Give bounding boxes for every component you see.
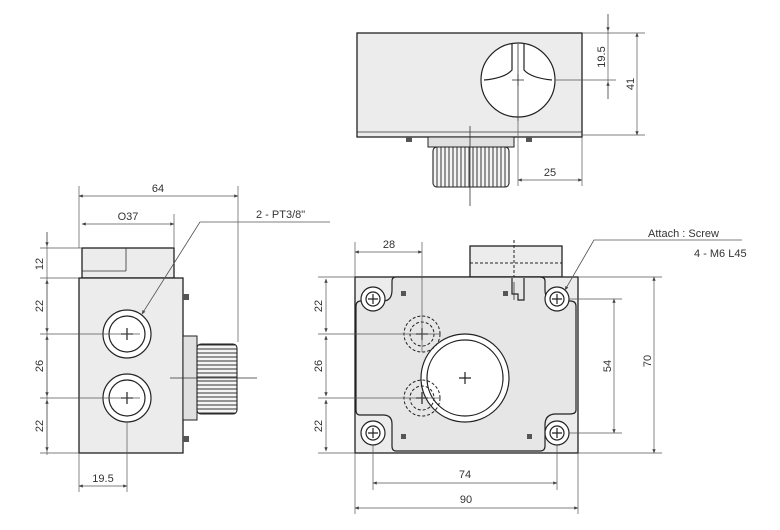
top-view: 19.5 41 25 (356, 14, 645, 206)
front-view-screw-br-cross (552, 428, 562, 438)
side-view-dim-26-label: 26 (34, 360, 46, 372)
top-view-tab-left (406, 137, 412, 142)
top-view-tab-right (526, 137, 532, 142)
side-view-dim-12-label: 12 (34, 258, 46, 270)
side-view-dim-64-label: 64 (152, 183, 164, 195)
side-view-tab-bottom (183, 436, 189, 442)
top-view-dial-slot (483, 44, 553, 81)
front-view-pin-4 (527, 434, 532, 439)
front-view-pin-2 (503, 291, 508, 296)
front-view-dim-74-label: 74 (459, 469, 471, 481)
front-view-pin-1 (401, 291, 406, 296)
top-view-dim-41-label: 41 (625, 78, 637, 90)
side-view-top-cap (81, 247, 175, 279)
front-view-screw-tr-cross (552, 294, 562, 304)
side-view: 64 O37 2 - PT3/8" 12 22 26 22 19.5 (34, 183, 330, 492)
side-view-dim-22-bottom-label: 22 (34, 420, 46, 432)
top-view-knob (432, 146, 510, 188)
side-view-tab-top (183, 294, 189, 300)
side-view-port-label: 2 - PT3/8" (256, 209, 305, 221)
side-view-dim-19-5-label: 19.5 (92, 473, 113, 485)
front-view-top-cap (469, 245, 563, 278)
front-view-attach-label-2: 4 - M6 L45 (694, 248, 747, 260)
front-view-dim-54-label: 54 (602, 360, 614, 372)
side-view-knob (196, 343, 238, 415)
front-view-dim-70-label: 70 (642, 355, 654, 367)
front-view-attach-leader-arrow (564, 239, 595, 291)
front-view: 28 Attach : Screw 4 - M6 L45 22 26 22 54… (313, 228, 747, 514)
front-view-pin-3 (401, 434, 406, 439)
top-view-dim-25-label: 25 (544, 167, 556, 179)
side-view-port-leader-arrow (141, 221, 201, 315)
front-view-dim-22-top-label: 22 (313, 300, 325, 312)
front-view-dim-26-label: 26 (313, 360, 325, 372)
front-view-dim-28-label: 28 (383, 239, 395, 251)
front-view-notch (511, 278, 525, 301)
front-view-attach-label-1: Attach : Screw (648, 228, 719, 240)
top-view-dim-19-5-label: 19.5 (596, 46, 608, 67)
side-view-body (78, 277, 184, 454)
front-view-knob-center (459, 372, 471, 384)
front-view-dim-22-bottom-label: 22 (313, 420, 325, 432)
front-view-screw-tl-cross (368, 294, 378, 304)
side-view-dim-22-top-label: 22 (34, 300, 46, 312)
side-view-dim-o37-label: O37 (118, 211, 139, 223)
front-view-screw-bl-cross (368, 428, 378, 438)
front-view-dim-90-label: 90 (460, 494, 472, 506)
top-view-knob-collar (427, 136, 515, 148)
